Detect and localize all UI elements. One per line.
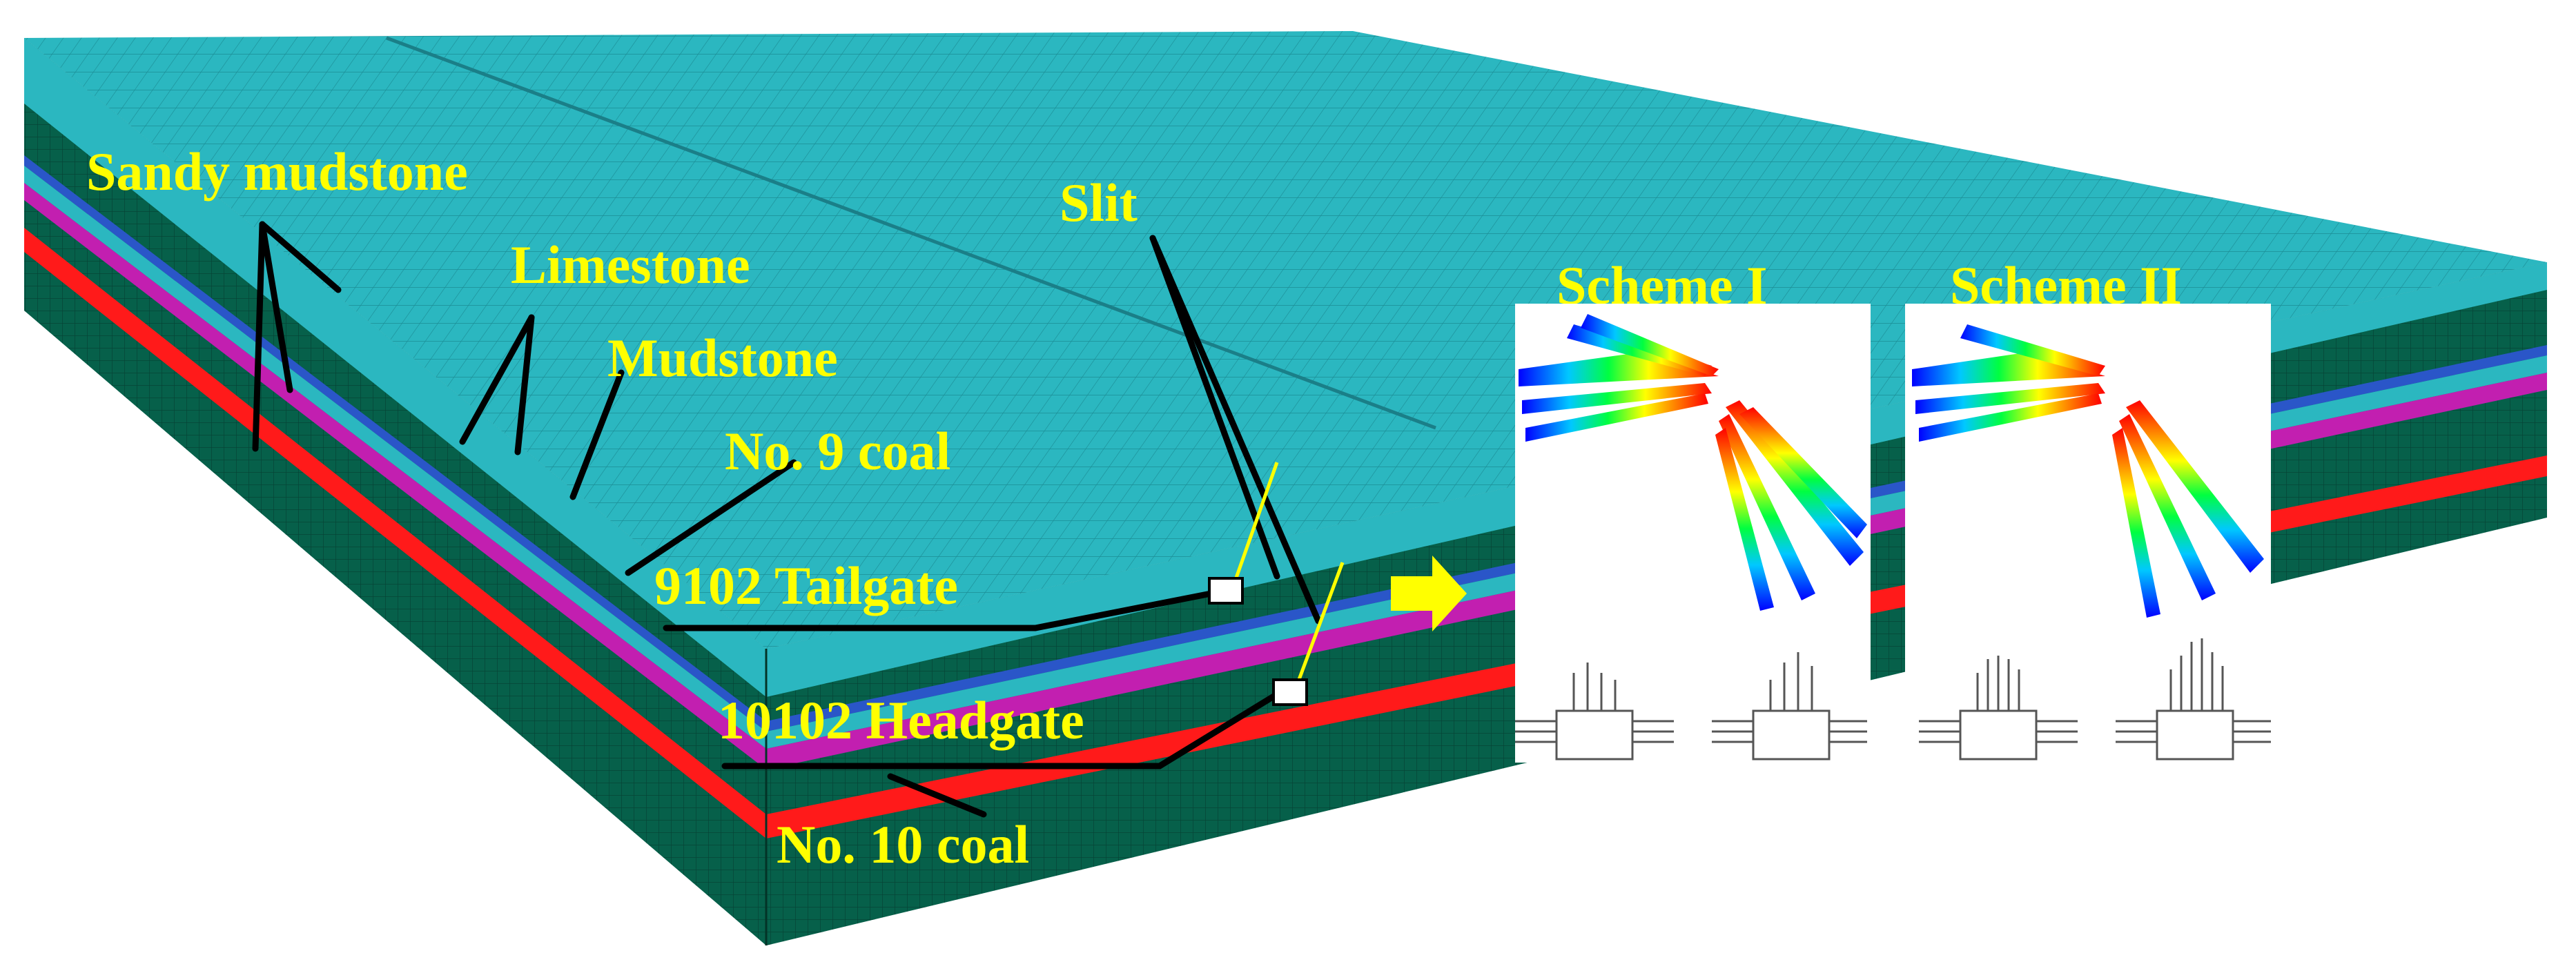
scheme-1-fan-horizontal (1519, 314, 1719, 442)
scheme-2-fan-vertical (2112, 400, 2264, 618)
leader-lines (252, 221, 1322, 818)
headgate-roadway (1272, 678, 1308, 706)
scheme-2-roadway-a (1919, 656, 2078, 761)
label-mudstone: Mudstone (607, 328, 838, 388)
label-9102-tailgate: 9102 Tailgate (654, 556, 958, 616)
no9-coal-front (24, 183, 766, 769)
label-no9-coal: No. 9 coal (725, 421, 950, 481)
label-no10-coal: No. 10 coal (777, 814, 1029, 874)
top-face (24, 31, 2547, 649)
upper-cyan-front (24, 38, 766, 697)
limestone-band-front (24, 155, 766, 732)
label-sandy-mudstone: Sandy mudstone (86, 141, 468, 202)
tailgate-roadway (1208, 577, 1244, 605)
no10-coal-front (24, 228, 766, 838)
scheme-panels: Scheme I Scheme II (1515, 255, 2271, 763)
label-10102-headgate: 10102 Headgate (718, 690, 1084, 750)
label-slit: Slit (1060, 173, 1138, 233)
scheme-1-fan-vertical (1715, 400, 1867, 611)
scheme-1-roadway-b (1712, 652, 1867, 761)
scheme-1-roadway-a (1515, 663, 1674, 761)
yellow-right-arrow-icon (1391, 556, 1467, 631)
label-limestone: Limestone (511, 235, 750, 295)
scheme-2-roadway-b (2116, 638, 2271, 761)
geology-labels: Sandy mudstone Limestone Mudstone No. 9 … (86, 141, 1138, 874)
scheme-2-fan-horizontal (1912, 324, 2105, 442)
